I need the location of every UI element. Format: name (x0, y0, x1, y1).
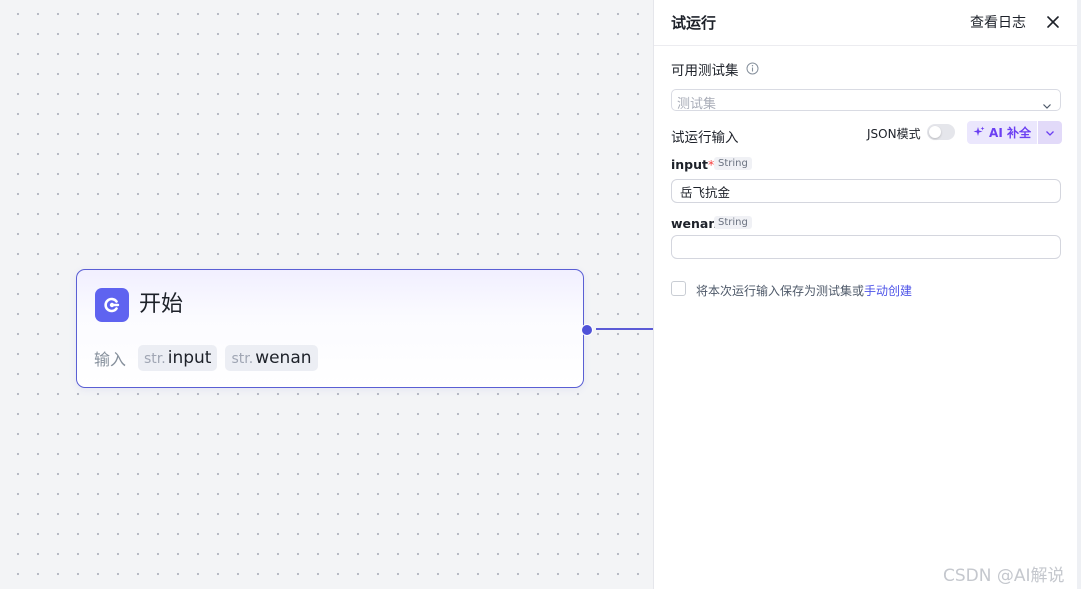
watermark: CSDN @AI解说 (943, 566, 1065, 586)
inputs-label: 输入 (94, 350, 127, 369)
close-icon[interactable] (1044, 13, 1062, 31)
field-name-input: input* (671, 157, 714, 172)
start-node[interactable]: 开始 输入 str. input str. wenan (76, 269, 584, 388)
chevron-down-icon (1045, 123, 1055, 142)
param-name: wenan (255, 348, 312, 368)
param-tag-wenan: str. wenan (225, 345, 318, 371)
panel-header: 试运行 查看日志 (654, 0, 1077, 46)
right-edge-strip (1077, 0, 1081, 589)
start-node-icon (95, 288, 129, 322)
type-badge: String (714, 157, 752, 170)
save-testset-label: 将本次运行输入保存为测试集或 (696, 284, 865, 298)
output-handle[interactable] (581, 324, 593, 336)
node-title: 开始 (139, 292, 184, 317)
field-name-text: input (671, 157, 709, 172)
panel-title: 试运行 (671, 14, 717, 32)
field-name-wenan: wenan (671, 216, 718, 231)
param-type: str. (231, 351, 254, 367)
toggle-knob (929, 126, 941, 138)
testset-select[interactable]: 测试集 (671, 89, 1061, 112)
view-log-button[interactable]: 查看日志 (970, 15, 1026, 31)
required-mark: * (708, 157, 715, 172)
wenan-field[interactable] (671, 235, 1061, 259)
manual-create-link[interactable]: 手动创建 (864, 284, 913, 298)
node-inputs: 输入 str. input str. wenan (94, 345, 318, 371)
chevron-down-icon (1042, 96, 1052, 109)
info-icon[interactable] (746, 60, 759, 75)
ai-dropdown-button[interactable] (1038, 121, 1062, 144)
sparkle-icon (973, 123, 985, 142)
connection-edge[interactable] (596, 328, 655, 330)
param-name: input (167, 348, 212, 368)
save-testset-checkbox[interactable] (671, 281, 686, 296)
run-input-label: 试运行输入 (671, 130, 739, 146)
param-tag-input: str. input (138, 345, 218, 371)
ai-complete-label: AI 补全 (989, 126, 1031, 140)
input-field[interactable] (671, 179, 1061, 203)
type-badge: String (714, 216, 752, 229)
testset-placeholder: 测试集 (677, 97, 717, 112)
test-run-panel: 试运行 查看日志 可用测试集 测试集 试运行输入 JSON模式 (653, 0, 1077, 589)
save-testset-text: 将本次运行输入保存为测试集或手动创建 (696, 282, 912, 299)
testset-label: 可用测试集 (671, 63, 739, 79)
ai-complete-button[interactable]: AI 补全 (967, 121, 1037, 144)
json-mode-toggle[interactable] (927, 124, 955, 140)
json-mode-label: JSON模式 (867, 127, 921, 141)
param-type: str. (144, 351, 166, 367)
